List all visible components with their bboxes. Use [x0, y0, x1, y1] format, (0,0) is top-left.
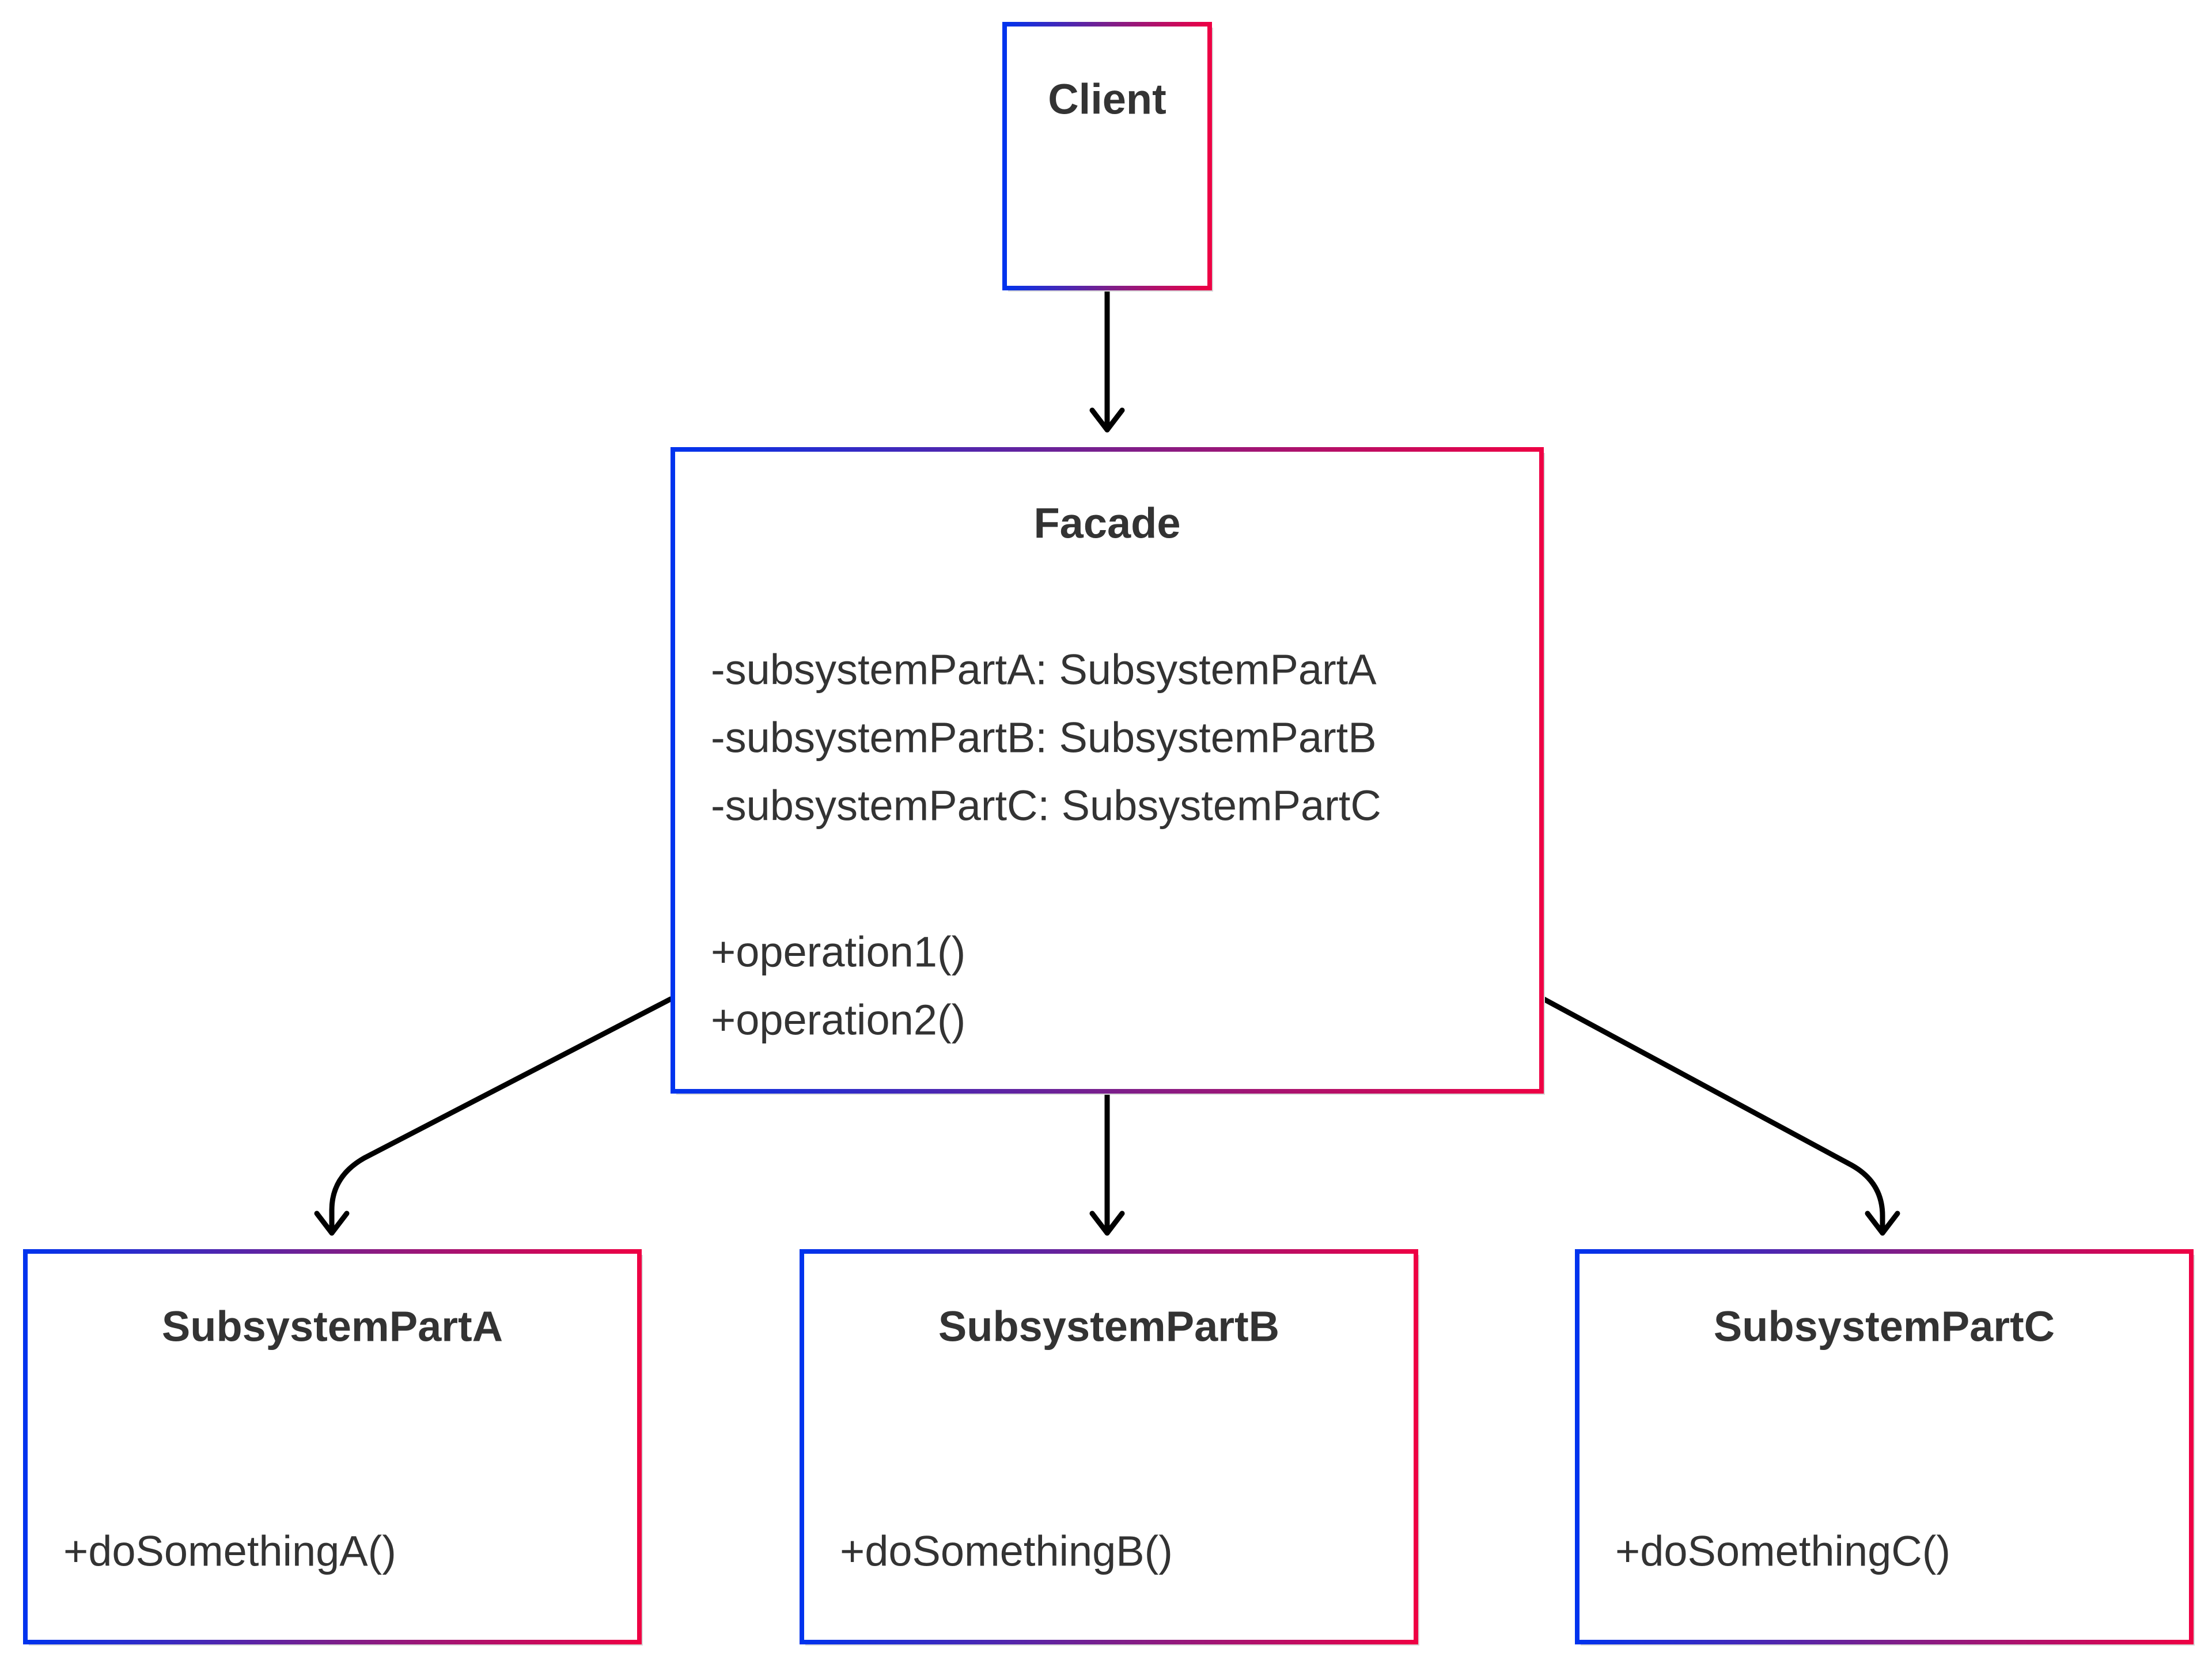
class-attribute: -subsystemPartB: SubsystemPartB [711, 714, 1377, 762]
class-attribute: -subsystemPartC: SubsystemPartC [711, 782, 1381, 830]
class-method: +operation1() [711, 928, 965, 976]
class-subsystemparta[interactable]: SubsystemPartA +doSomethingA() [23, 1249, 643, 1646]
class-name: Facade [1033, 500, 1180, 547]
class-name: SubsystemPartB [938, 1303, 1279, 1351]
class-subsystempartc[interactable]: SubsystemPartC +doSomethingC() [1575, 1249, 2195, 1646]
class-facade[interactable]: Facade -subsystemPartA: SubsystemPartA -su… [671, 447, 1545, 1095]
class-name: Client [1048, 75, 1166, 123]
class-method: +doSomethingA() [63, 1527, 396, 1575]
relation-facade-to-subsystempartc [1541, 996, 1900, 1236]
class-name: SubsystemPartC [1714, 1303, 2055, 1351]
arrowhead-icon [1089, 407, 1125, 433]
relation-client-to-facade [1089, 285, 1125, 433]
class-box [800, 1249, 1418, 1644]
association-line [329, 996, 673, 1236]
class-subsystempartb[interactable]: SubsystemPartB +doSomethingB() [800, 1249, 1419, 1646]
class-method: +doSomethingC() [1615, 1527, 1950, 1575]
class-name: SubsystemPartA [162, 1303, 503, 1351]
class-method: +operation2() [711, 996, 965, 1044]
class-attribute: -subsystemPartA: SubsystemPartA [711, 646, 1377, 694]
relation-facade-to-subsystemparta [314, 996, 673, 1236]
association-line [1541, 996, 1885, 1236]
arrowhead-icon [314, 1211, 350, 1236]
class-box [1575, 1249, 2194, 1644]
relation-facade-to-subsystempartb [1089, 1088, 1125, 1236]
relations-layer [314, 285, 1900, 1236]
arrowhead-icon [1089, 1211, 1125, 1236]
class-client[interactable]: Client [1002, 22, 1213, 292]
class-method: +doSomethingB() [840, 1527, 1173, 1575]
class-box [23, 1249, 642, 1644]
class-box [671, 447, 1544, 1094]
arrowhead-icon [1865, 1211, 1900, 1236]
class-box [1002, 22, 1212, 290]
